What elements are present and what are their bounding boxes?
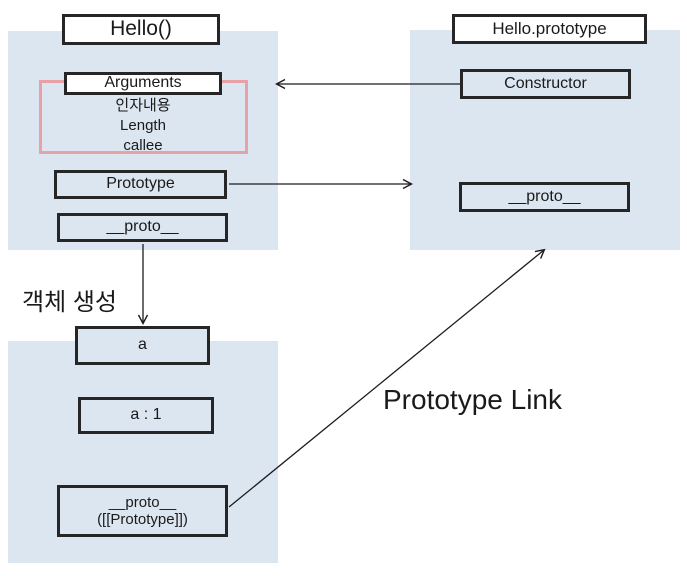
- arguments-item: 인자내용: [115, 97, 171, 114]
- prototype-object-container: [410, 30, 680, 250]
- prototype-property-box: Prototype: [54, 170, 227, 199]
- function-proto-box: __proto__: [57, 213, 228, 242]
- arguments-item: callee: [123, 137, 163, 154]
- instance-property-box: a : 1: [78, 397, 214, 434]
- instance-title-box: a: [75, 326, 210, 365]
- prototype-proto-box: __proto__: [459, 182, 630, 212]
- function-title-box: Hello(): [62, 14, 220, 45]
- instance-proto-label: __proto__: [108, 493, 177, 511]
- constructor-box: Constructor: [460, 69, 631, 99]
- arguments-label: Arguments: [104, 74, 182, 92]
- prototype-link-label: Prototype Link: [383, 384, 562, 415]
- constructor-label: Constructor: [504, 74, 587, 92]
- arguments-item: Length: [120, 117, 166, 134]
- prototype-title-box: Hello.prototype: [452, 14, 647, 44]
- instance-proto-box: __proto__ ([[Prototype]]): [57, 485, 228, 537]
- function-proto-label: __proto__: [106, 218, 179, 236]
- instance-property-label: a : 1: [130, 406, 162, 424]
- prototype-property-label: Prototype: [106, 175, 175, 193]
- prototype-proto-label: __proto__: [508, 187, 581, 205]
- object-creation-label: 객체 생성: [22, 289, 117, 316]
- function-title: Hello(): [110, 17, 172, 41]
- prototype-title: Hello.prototype: [492, 19, 607, 39]
- arguments-items: 인자내용 Length callee: [43, 96, 243, 156]
- instance-title: a: [138, 336, 147, 354]
- arguments-box: Arguments: [64, 72, 222, 95]
- instance-proto-sublabel: ([[Prototype]]): [97, 511, 188, 528]
